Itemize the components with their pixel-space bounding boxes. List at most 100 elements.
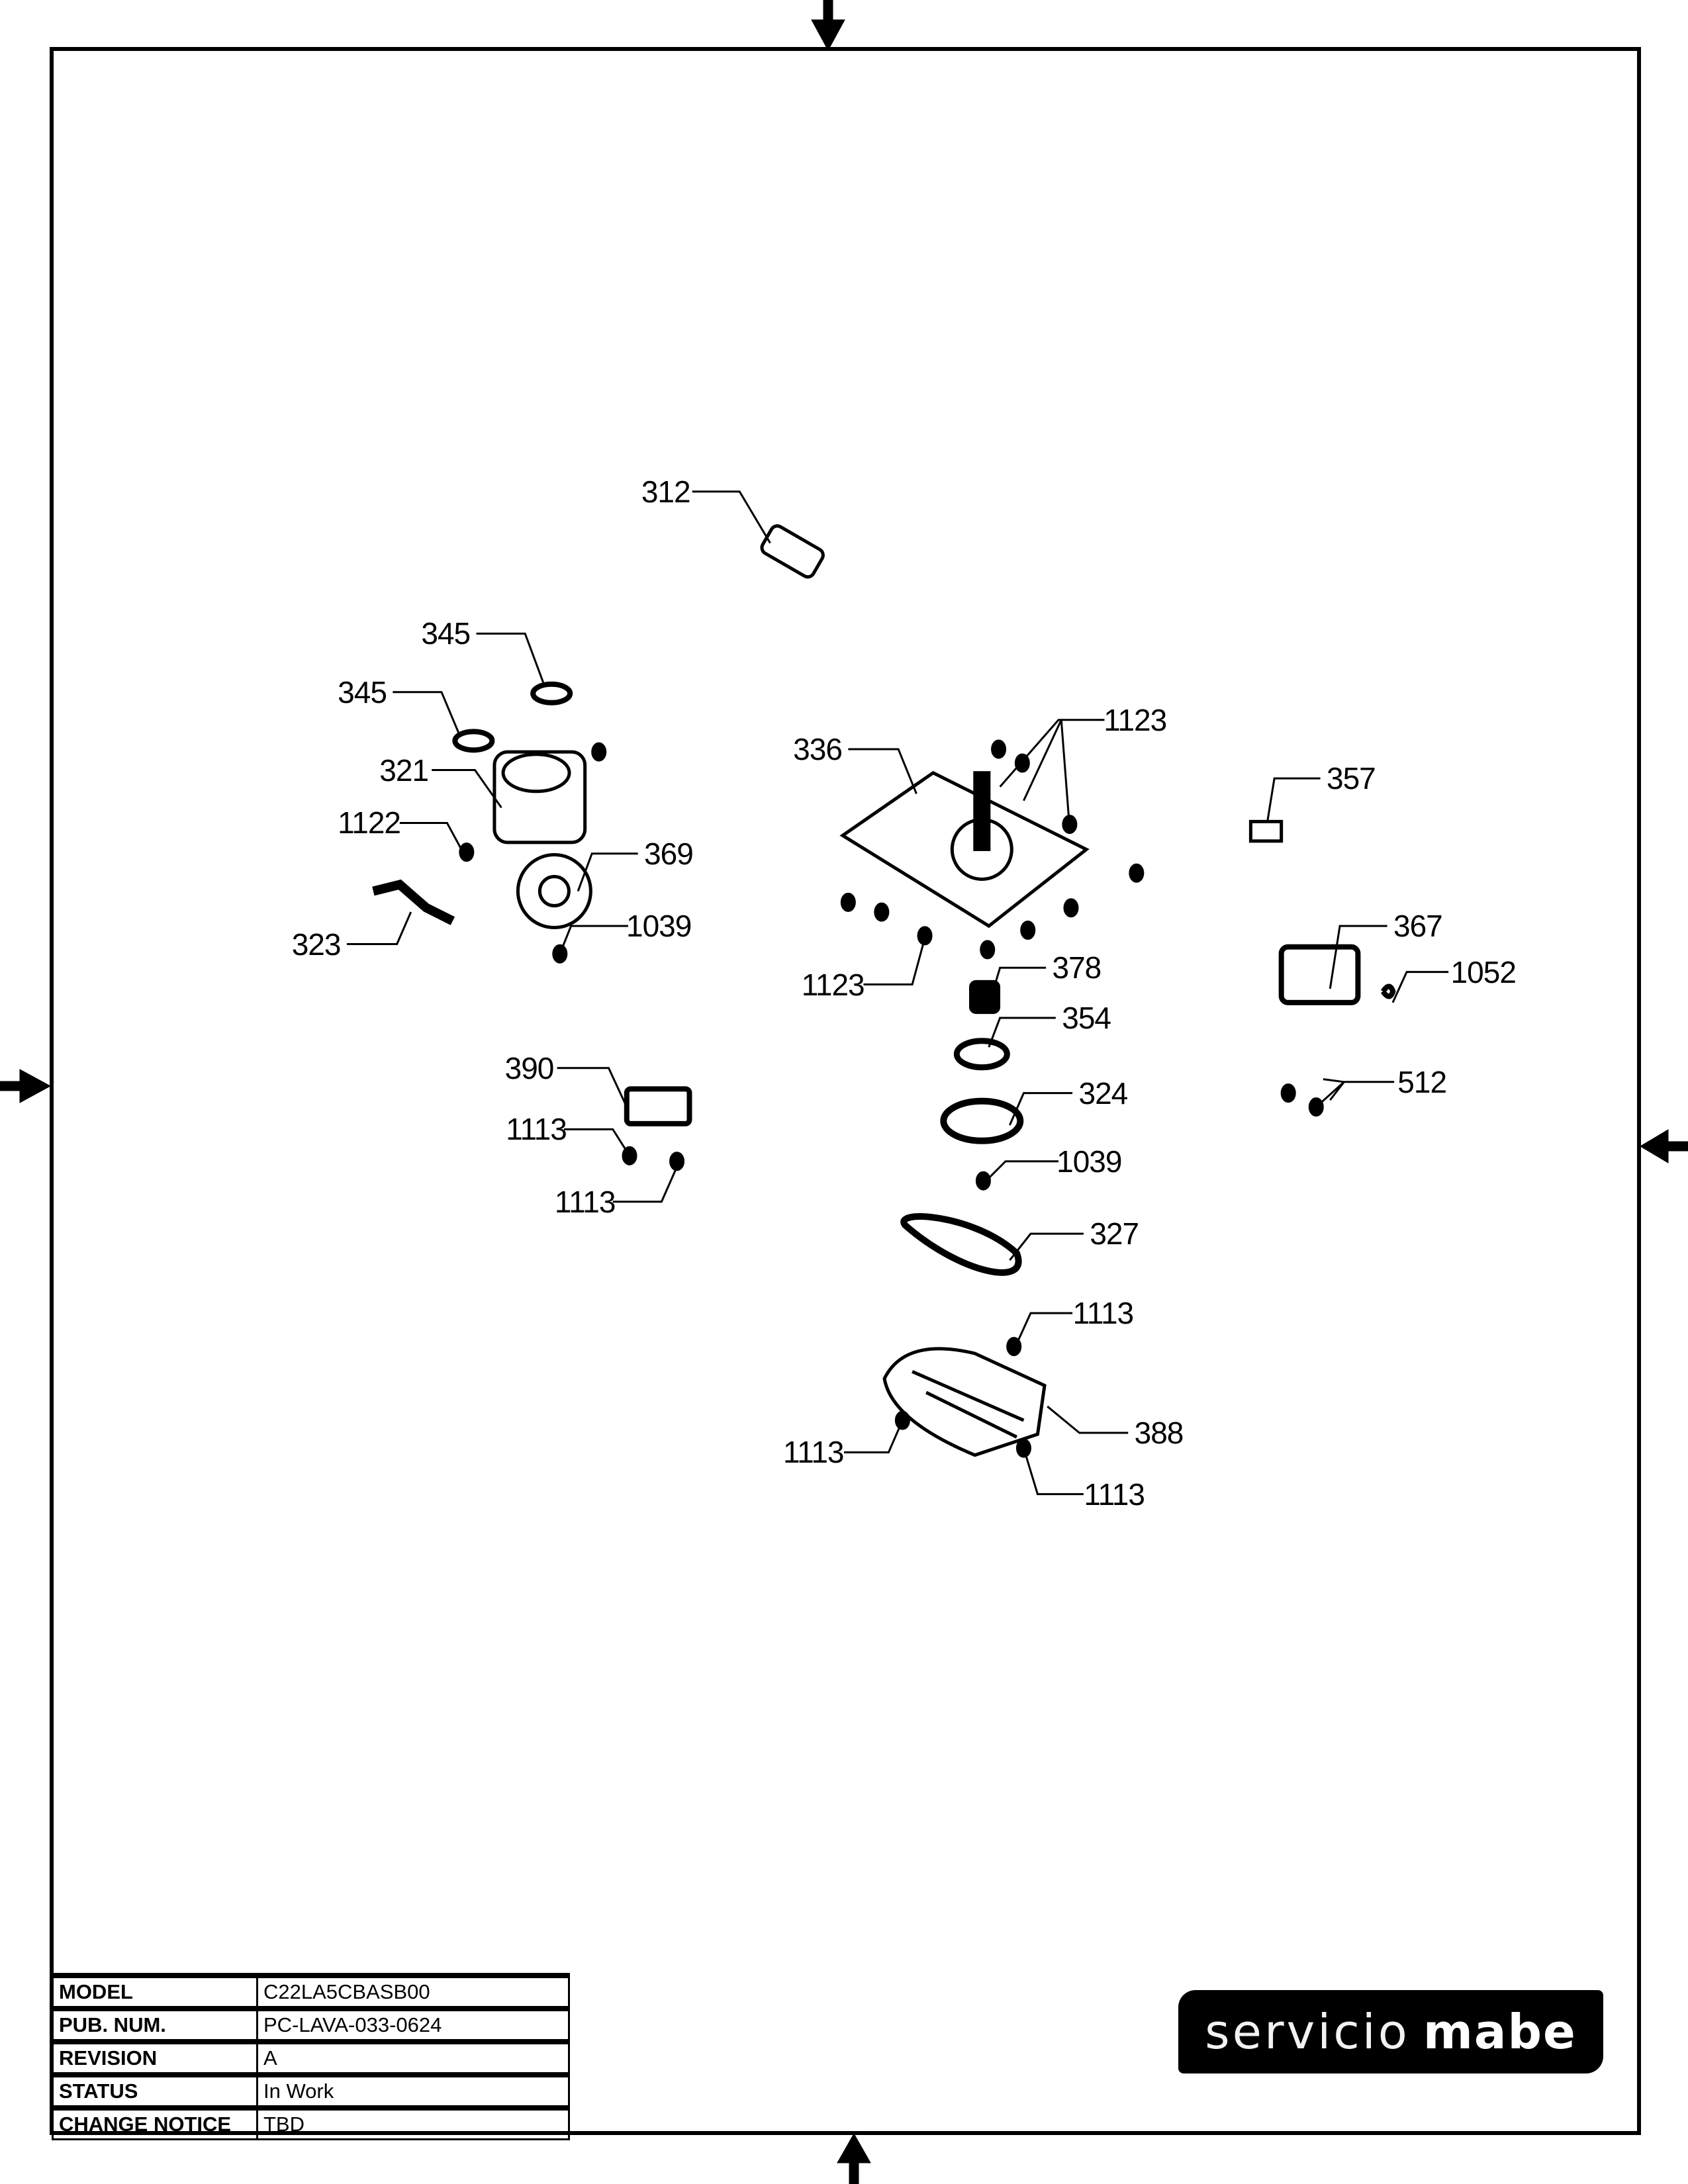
- leader-line-323: [346, 911, 412, 946]
- callout-1052: 1052: [1450, 954, 1517, 989]
- drawing-border: [50, 47, 1641, 2135]
- screw: [874, 902, 890, 922]
- leader-line-354: [988, 1017, 1056, 1048]
- leader-line-324: [1009, 1092, 1073, 1126]
- callout-1113: 1113: [1084, 1477, 1145, 1512]
- callout-390: 390: [504, 1050, 555, 1085]
- capacitor-part: [760, 524, 825, 579]
- screw: [459, 842, 475, 862]
- revision-value: A: [256, 2039, 570, 2076]
- screw: [1280, 1083, 1296, 1103]
- callout-357: 357: [1327, 761, 1376, 796]
- arrow-bottom-icon: [837, 2132, 871, 2184]
- change-notice-label: CHANGE NOTICE: [52, 2105, 258, 2140]
- callout-1113: 1113: [1072, 1296, 1135, 1331]
- leader-line-1039: [985, 1160, 1059, 1182]
- leader-line-1113: [1015, 1312, 1073, 1344]
- leader-branch-512: [1329, 1081, 1345, 1101]
- leader-line-1123: [999, 719, 1105, 788]
- leader-branch-1123: [1060, 719, 1071, 829]
- callout-1039: 1039: [1056, 1144, 1122, 1179]
- leader-line-367: [1329, 925, 1387, 989]
- pulley-fan-hub: [538, 875, 571, 908]
- callout-1113: 1113: [782, 1435, 845, 1470]
- leader-line-312: [692, 490, 771, 544]
- status-value: In Work: [256, 2072, 570, 2109]
- callout-324: 324: [1078, 1075, 1128, 1111]
- bushing-part: [968, 979, 1001, 1015]
- model-label: MODEL: [52, 1973, 258, 2010]
- leader-line-336: [848, 748, 917, 794]
- leader-line-321: [432, 769, 502, 809]
- title-row-pub-num: PUB. NUM.PC-LAVA-033-0624: [52, 2006, 570, 2043]
- callout-345: 345: [421, 616, 471, 651]
- callout-1122: 1122: [338, 805, 401, 841]
- screw: [980, 940, 996, 960]
- logo-word-mabe: mabe: [1423, 2004, 1577, 2060]
- callout-1113: 1113: [554, 1184, 616, 1219]
- leader-line-1122: [399, 821, 467, 857]
- arrow-right-icon: [1640, 1129, 1688, 1163]
- callout-378: 378: [1052, 950, 1102, 985]
- callout-388: 388: [1134, 1416, 1184, 1451]
- callout-336: 336: [793, 731, 843, 766]
- leader-lines: [346, 490, 1449, 1496]
- status-label: STATUS: [52, 2072, 258, 2109]
- screw: [591, 742, 607, 762]
- change-notice-value: TBD: [256, 2105, 570, 2140]
- callout-1039: 1039: [626, 909, 692, 944]
- parts: [372, 524, 1396, 1458]
- leader-branch-512: [1315, 1081, 1345, 1108]
- callout-1113: 1113: [506, 1112, 567, 1147]
- screw: [991, 739, 1007, 759]
- screw: [840, 892, 856, 912]
- arrow-top-icon: [811, 0, 845, 52]
- motor-base-part: [882, 1347, 1047, 1457]
- motor-part: [492, 750, 587, 844]
- screw: [669, 1152, 685, 1171]
- bumper-part: [452, 729, 495, 753]
- switch-part: [372, 879, 455, 925]
- motor-top: [501, 752, 571, 794]
- screw: [975, 1171, 991, 1191]
- belt-part: [900, 1213, 1022, 1276]
- logo-word-servicio: servicio: [1205, 2004, 1410, 2060]
- leader-line-1113: [564, 1128, 631, 1157]
- leader-line-1039: [559, 925, 628, 954]
- callout-367: 367: [1393, 909, 1443, 944]
- screw: [1129, 863, 1145, 883]
- leader-line-512: [1323, 1078, 1395, 1083]
- leader-line-1052: [1391, 971, 1449, 1003]
- leader-line-345: [393, 691, 461, 736]
- callout-312: 312: [641, 474, 691, 509]
- pub-num-value: PC-LAVA-033-0624: [256, 2006, 570, 2043]
- pulley-part: [940, 1097, 1024, 1144]
- screw: [1020, 920, 1036, 940]
- callout-345: 345: [338, 674, 387, 709]
- pub-num-label: PUB. NUM.: [52, 2006, 258, 2043]
- leader-line-357: [1266, 777, 1321, 822]
- leader-line-1123: [863, 933, 927, 986]
- leader-line-327: [1009, 1232, 1084, 1261]
- bumper-part: [530, 681, 573, 705]
- leader-line-1113: [612, 1166, 678, 1203]
- leader-line-369: [577, 852, 638, 892]
- arrow-left-icon: [0, 1069, 52, 1103]
- callout-321: 321: [379, 752, 429, 788]
- callout-1123: 1123: [801, 967, 865, 1002]
- callout-369: 369: [644, 836, 694, 871]
- callout-327: 327: [1090, 1216, 1139, 1251]
- leader-line-390: [557, 1067, 628, 1108]
- servicio-mabe-logo: servicio mabe: [1178, 1990, 1603, 2073]
- callout-323: 323: [291, 927, 342, 962]
- sensor-part: [1248, 819, 1284, 843]
- seal-part: [953, 1038, 1010, 1071]
- leader-line-1113: [1023, 1447, 1084, 1496]
